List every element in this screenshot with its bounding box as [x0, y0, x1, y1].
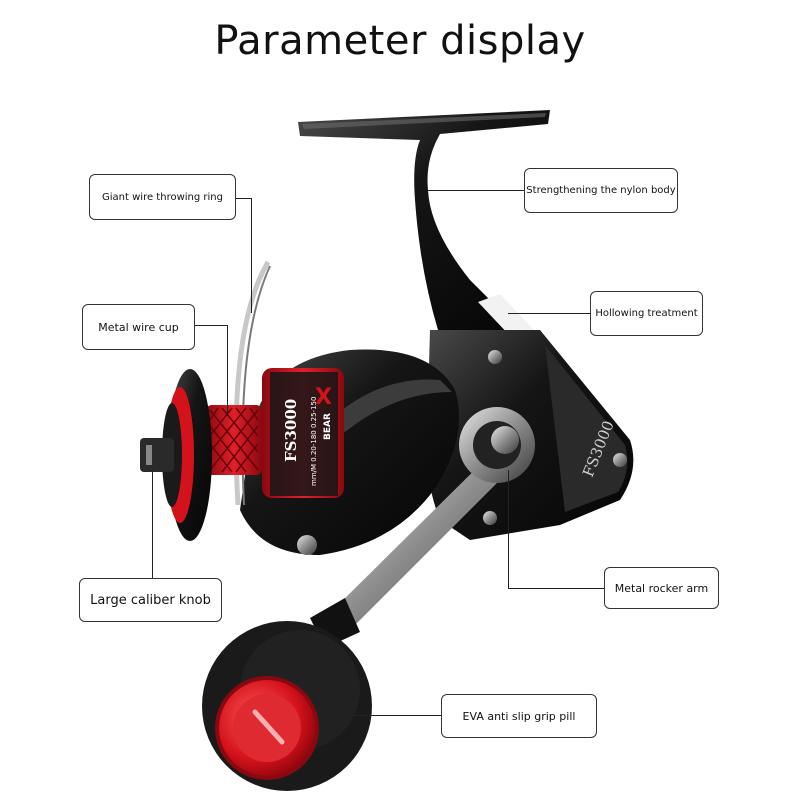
drag-knob-tip — [146, 445, 152, 465]
body-screw — [483, 511, 497, 525]
spool-x-mark: X — [315, 385, 332, 410]
leader-line-giant-ring — [236, 198, 251, 199]
leader-line-rocker-arm — [508, 588, 604, 589]
leader-line-wire-cup — [227, 325, 228, 415]
spool-model: FS3000 — [282, 399, 300, 462]
body-screw — [613, 453, 627, 467]
grip-cap-slot — [252, 709, 285, 745]
callout-large-caliber-knob: Large caliber knob — [79, 578, 222, 622]
callout-metal-wire-cup: Metal wire cup — [82, 304, 195, 350]
callout-hollowing-treatment: Hollowing treatment — [590, 291, 703, 336]
leader-line-knob — [152, 470, 153, 578]
callout-label: Metal wire cup — [98, 320, 179, 334]
handle-hub-cap — [491, 426, 519, 454]
foot-highlight — [302, 113, 546, 129]
leader-line-eva-grip — [345, 715, 441, 716]
callout-label: Large caliber knob — [90, 592, 211, 608]
callout-strengthening-nylon-body: Strengthening the nylon body — [524, 168, 678, 213]
spool-label-band — [270, 372, 338, 496]
leader-line-wire-cup — [195, 325, 227, 326]
hollow-slot — [478, 294, 534, 338]
reel-foot — [298, 110, 550, 330]
callout-label: Giant wire throwing ring — [102, 191, 223, 203]
grip-cap-ring — [215, 676, 319, 780]
callout-giant-wire-throwing-ring: Giant wire throwing ring — [89, 174, 236, 220]
body-facet — [545, 345, 628, 512]
page-title: Parameter display — [214, 18, 586, 64]
leader-line-rocker-arm — [508, 470, 509, 588]
spool-brand: BEAR — [323, 413, 333, 440]
knurl-pattern — [209, 407, 259, 473]
body-screw — [488, 350, 502, 364]
leader-line-hollowing — [508, 313, 590, 314]
handle-arm — [335, 445, 520, 625]
drag-knob-stem — [140, 438, 174, 472]
leader-line-nylon-body — [428, 190, 526, 191]
rotor-screw — [297, 535, 317, 555]
leader-line-giant-ring — [251, 198, 252, 313]
callout-label: Strengthening the nylon body — [526, 185, 676, 196]
spool-spec: mm/M 0.20-180 0.25-150 — [310, 397, 318, 486]
callout-label: Hollowing treatment — [595, 308, 698, 319]
callout-label: Metal rocker arm — [614, 581, 709, 595]
callout-label: EVA anti slip grip pill — [462, 709, 576, 723]
callout-metal-rocker-arm: Metal rocker arm — [604, 567, 719, 609]
rotor-arm — [330, 379, 452, 432]
callout-eva-anti-slip-grip: EVA anti slip grip pill — [441, 694, 597, 738]
